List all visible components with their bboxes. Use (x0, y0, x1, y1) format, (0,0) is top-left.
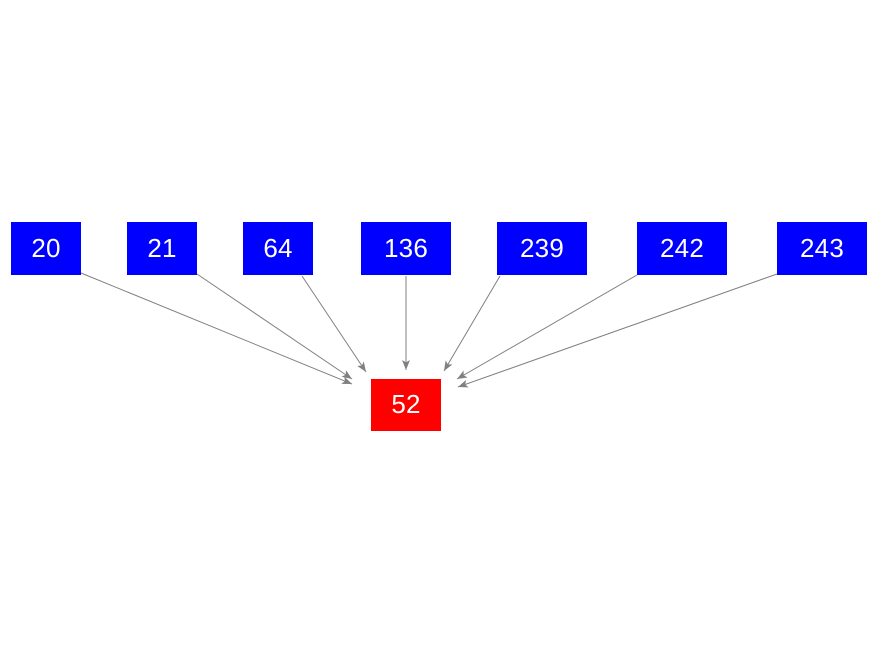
graph-edge (196, 273, 353, 380)
node-label: 239 (520, 232, 564, 263)
node-label: 52 (391, 389, 421, 419)
graph-node-source[interactable]: 21 (127, 222, 197, 275)
node-label: 21 (147, 232, 177, 263)
graph-edge (457, 273, 778, 388)
node-label: 243 (800, 232, 844, 263)
graph-edge (443, 275, 501, 372)
graph-edge (456, 274, 638, 380)
graph-node-source[interactable]: 239 (497, 222, 587, 275)
graph-edge (80, 272, 353, 385)
graph-node-source[interactable]: 242 (637, 222, 727, 275)
graph-node-source[interactable]: 243 (777, 222, 867, 275)
edge-group (80, 272, 778, 388)
node-label: 64 (263, 232, 293, 263)
graph-edge (301, 275, 367, 373)
node-label: 136 (384, 232, 428, 263)
graph-node-target[interactable]: 52 (371, 379, 441, 431)
graph-node-source[interactable]: 20 (11, 222, 81, 275)
graph-node-source[interactable]: 136 (361, 222, 451, 275)
graph-node-source[interactable]: 64 (243, 222, 313, 275)
node-label: 242 (660, 232, 704, 263)
node-label: 20 (31, 232, 61, 263)
